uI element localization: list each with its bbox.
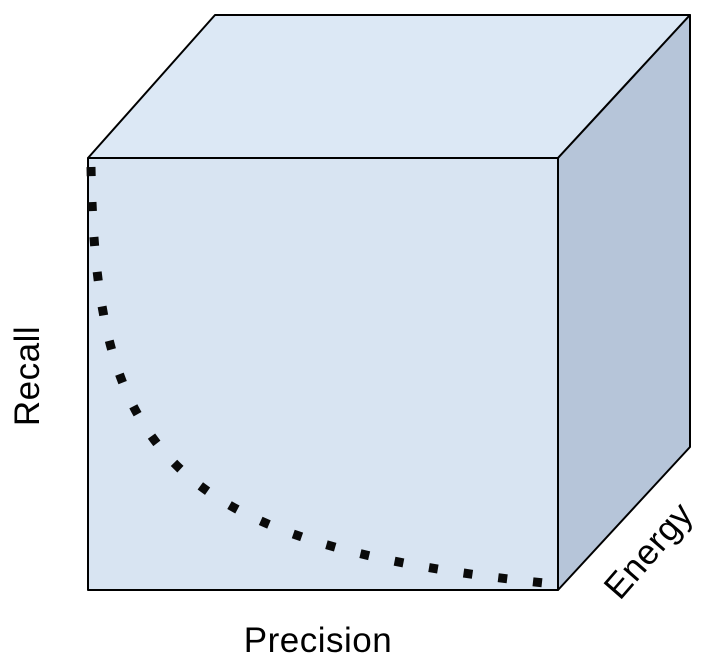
recall-axis-label: Recall (8, 325, 47, 427)
cube-front-face (87, 157, 559, 591)
precision-recall-tradeoff-curve (86, 166, 545, 588)
precision-axis-label: Precision (243, 621, 393, 660)
